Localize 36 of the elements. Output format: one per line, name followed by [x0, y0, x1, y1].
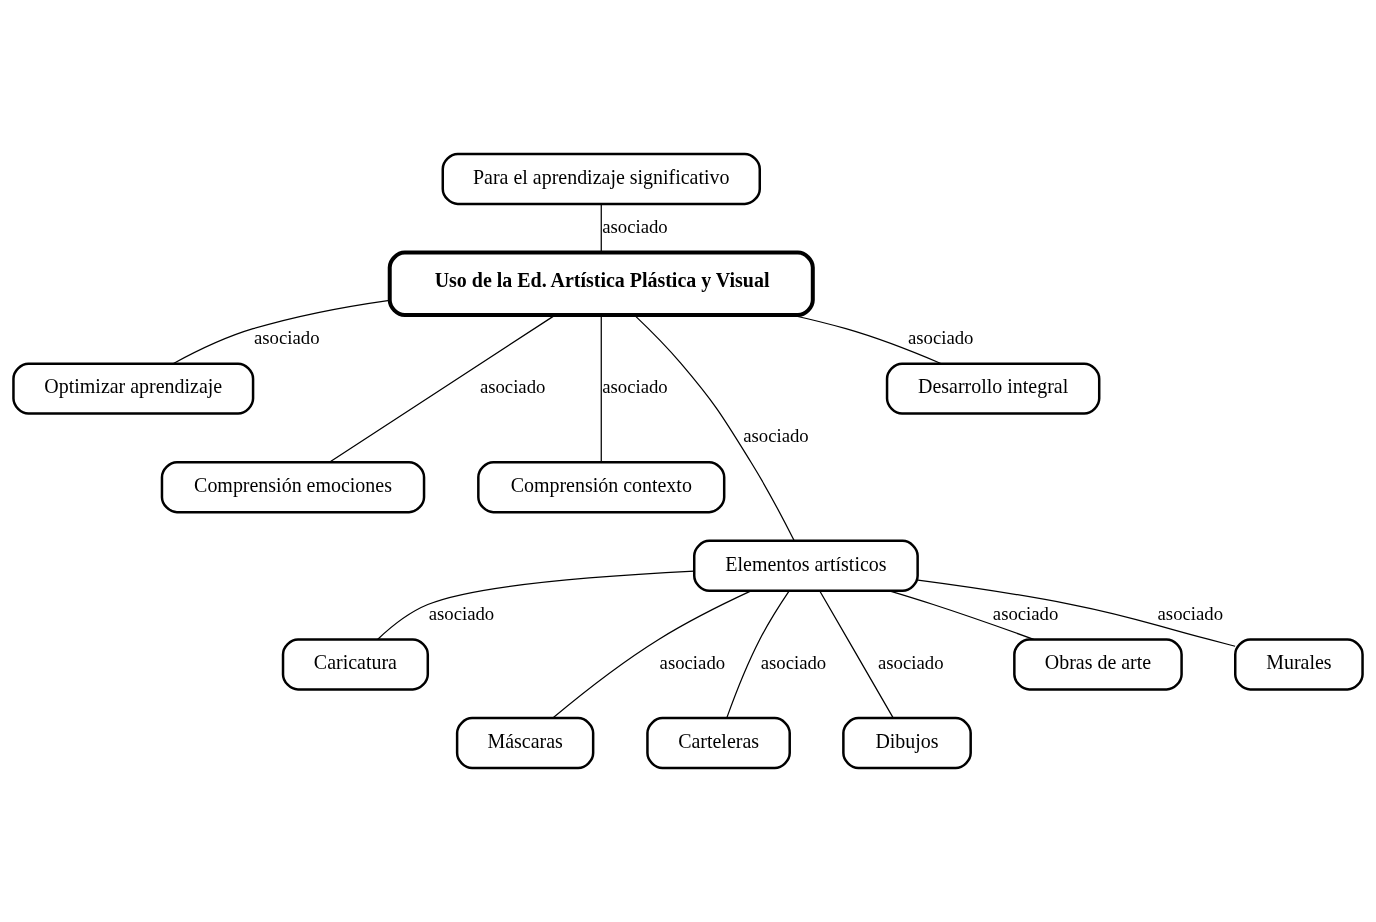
connector	[600, 203, 602, 253]
edge-label: asociado	[254, 326, 320, 348]
edge-label: asociado	[602, 215, 668, 237]
node-box: Murales	[1234, 638, 1364, 691]
connector	[172, 299, 391, 365]
connector	[633, 314, 795, 542]
node-box: Desarrollo integral	[885, 362, 1101, 415]
node-box: Para el aprendizaje significativo	[441, 152, 761, 206]
connector	[376, 570, 695, 641]
edge-label: asociado	[878, 651, 944, 673]
edge-label: asociado	[743, 425, 809, 447]
connector	[726, 590, 790, 719]
node-box: Optimizar aprendizaje	[12, 362, 255, 415]
node-box: Caricatura	[281, 638, 430, 691]
node-box: Carteleras	[646, 716, 791, 770]
node-box: Dibujos	[842, 716, 972, 770]
edge-label: asociado	[602, 375, 668, 397]
connector	[888, 590, 1035, 640]
edge-label: asociado	[992, 602, 1059, 624]
edge-label: asociado	[659, 651, 726, 673]
node-box: Máscaras	[455, 716, 595, 770]
edge-label: asociado	[907, 326, 974, 348]
edge-label: asociado	[479, 375, 546, 397]
node-box: Obras de arte	[1013, 638, 1183, 691]
edge-label: asociado	[1157, 602, 1224, 624]
edge-label: asociado	[428, 602, 495, 624]
edge-label: asociado	[760, 651, 827, 673]
node-box: Elementos artísticos	[693, 539, 919, 593]
connector	[917, 579, 1236, 647]
connector	[329, 314, 556, 463]
connector	[600, 314, 602, 463]
node-box: Uso de la Ed. Artística Plástica y Visual	[387, 250, 815, 317]
node-box: Comprensión emociones	[160, 461, 426, 514]
connector	[819, 590, 894, 719]
connector	[552, 590, 752, 719]
node-box: Comprensión contexto	[477, 461, 726, 514]
